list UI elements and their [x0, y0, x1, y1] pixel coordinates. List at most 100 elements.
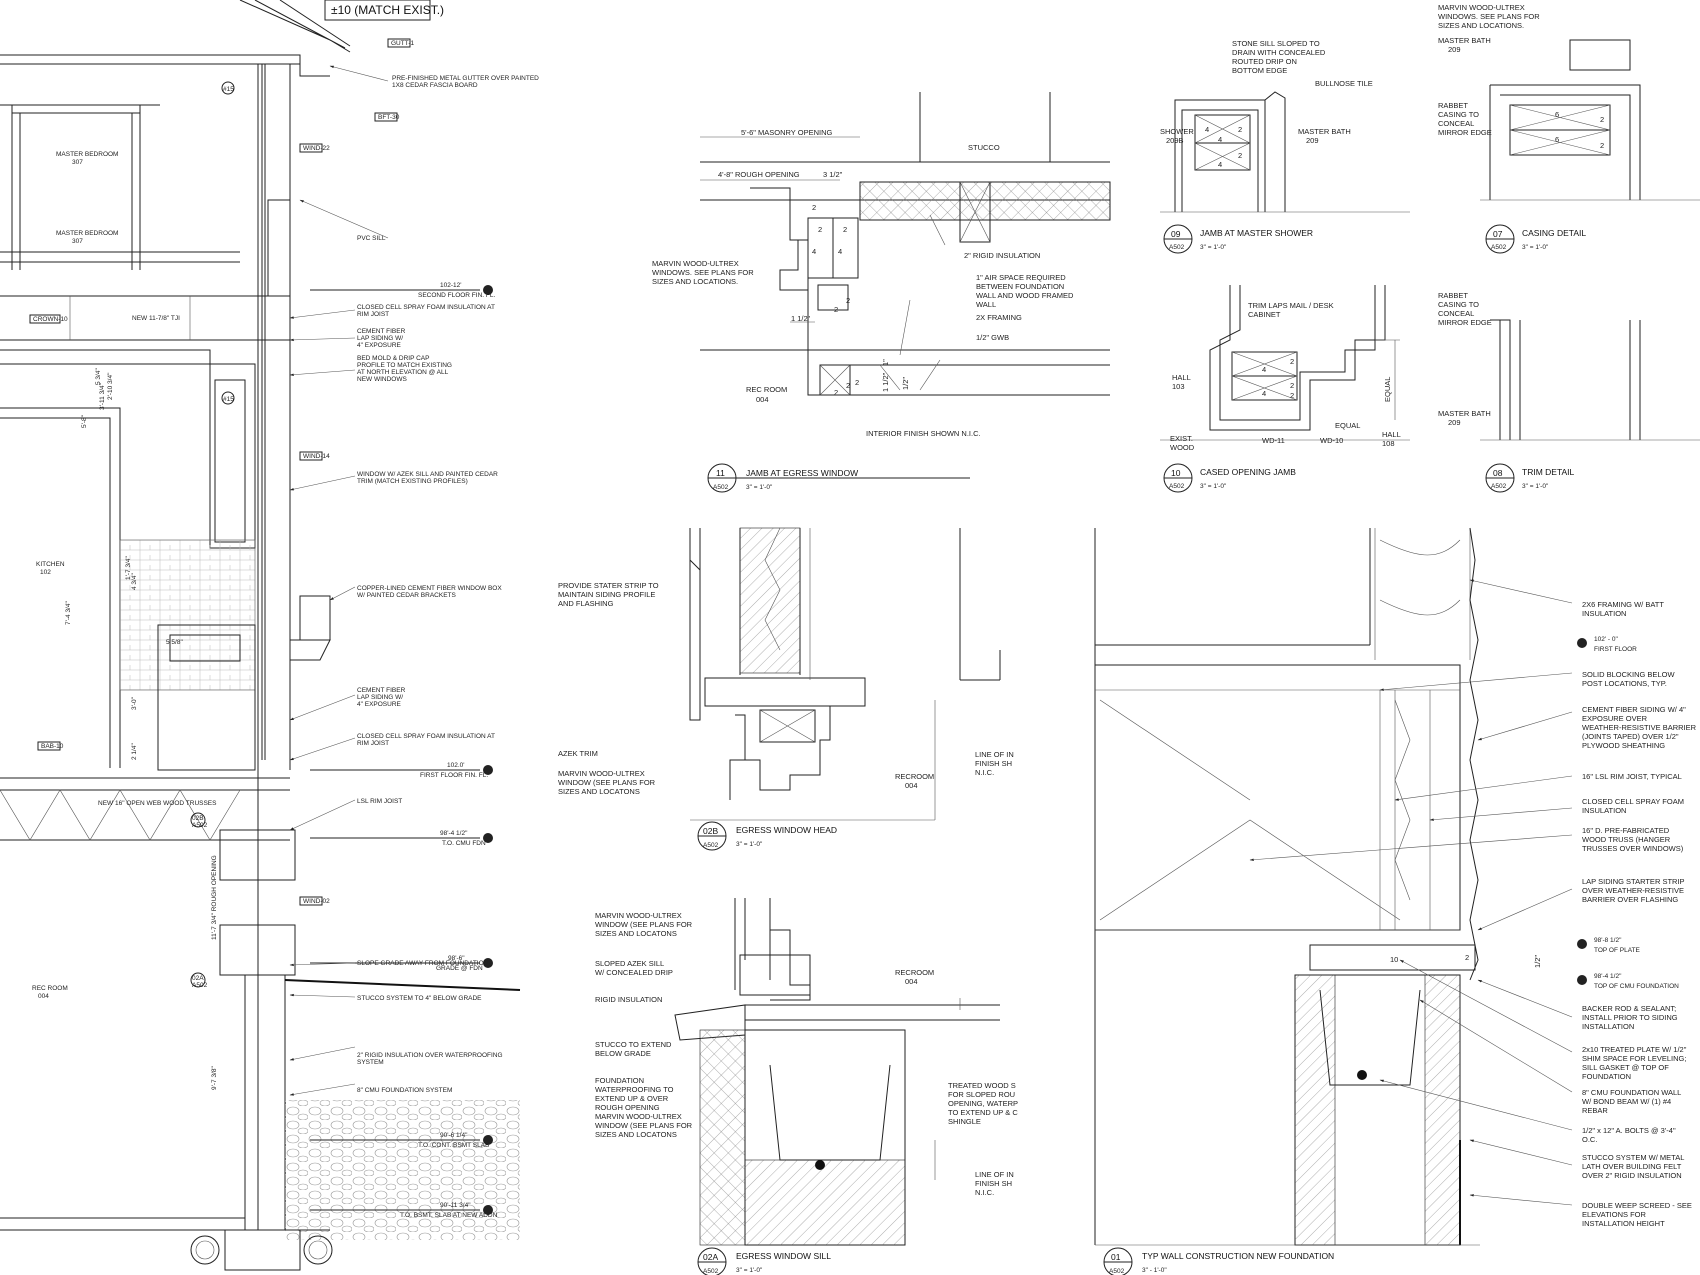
d02b-label: RECROOM	[895, 772, 934, 781]
d07-num: 2	[1600, 141, 1604, 150]
detail-02a-drawing	[674, 898, 1000, 1246]
d08-label: MASTER BATH	[1438, 409, 1491, 418]
d01-label: 16" D. PRE-FABRICATED	[1582, 826, 1670, 835]
d02b-label: WINDOW (SEE PLANS FOR	[558, 778, 656, 787]
d01-label: 2x10 TREATED PLATE W/ 1/2"	[1582, 1045, 1687, 1054]
level-name: T.O. BSMT. SLAB AT NEW ADDN	[400, 1212, 498, 1219]
d02b-label: SIZES AND LOCATONS	[558, 787, 640, 796]
detail-sheet: A502	[1169, 244, 1185, 251]
d10-label: 103	[1172, 382, 1185, 391]
d10-label: HALL	[1172, 373, 1191, 382]
level-name: SECOND FLOOR FIN. FL.	[418, 292, 495, 299]
d07-num: 6	[1555, 110, 1559, 119]
detail-number: 08	[1493, 468, 1503, 478]
d01-label: SOLID BLOCKING BELOW	[1582, 670, 1675, 679]
section-note: AT NORTH ELEVATION @ ALL	[357, 369, 449, 376]
detail-08-drawing	[1480, 319, 1700, 441]
callout-sheet: A502	[192, 822, 208, 829]
d11-num: 2	[855, 378, 859, 387]
d01-label: WOOD TRUSS (HANGER	[1582, 835, 1671, 844]
detail-scale: 3" = 1'-0"	[736, 841, 763, 848]
d01-level-elev: 98'-4 1/2"	[1594, 973, 1622, 980]
level-elevation: 90'-11 3/4"	[440, 1202, 471, 1209]
dim-label: 11'-7 3/4" ROUGH OPENING	[211, 855, 218, 940]
section-note: TRIM (MATCH EXISTING PROFILES)	[357, 478, 468, 485]
d09-num: 4	[1218, 135, 1222, 144]
d02a-label: RECROOM	[895, 968, 934, 977]
d07-label: CASING TO	[1438, 110, 1479, 119]
d11-dim: 1/2"	[901, 377, 910, 390]
d01-label: 2X6 FRAMING W/ BATT	[1582, 600, 1664, 609]
d01-label: 1/2" x 12" A. BOLTS @ 3'-4"	[1582, 1126, 1676, 1135]
d02a-label: FOR SLOPED ROU	[948, 1090, 1015, 1099]
d01-label: 16" LSL RIM JOIST, TYPICAL	[1582, 772, 1682, 781]
d07-label: SIZES AND LOCATIONS.	[1438, 21, 1524, 30]
dim-label: 1'-7 3/4"	[125, 556, 132, 580]
dim-label: 9'-7 3/8"	[211, 1066, 218, 1090]
d11-label: INTERIOR FINISH SHOWN N.I.C.	[866, 429, 981, 438]
d02a-label: MARVIN WOOD-ULTREX	[595, 1112, 682, 1121]
callout-number: 02A	[192, 975, 204, 982]
room-name: KITCHEN	[36, 561, 65, 568]
d09-label: 209B	[1166, 136, 1184, 145]
section-note: PROFILE TO MATCH EXISTING	[357, 362, 452, 369]
detail-sheet: A502	[1109, 1268, 1125, 1275]
d01-level-name: TOP OF CMU FOUNDATION	[1594, 983, 1679, 990]
dim-label: 5 5/8"	[166, 639, 183, 646]
detail-number: 01	[1111, 1252, 1121, 1262]
room-number: 307	[72, 238, 83, 245]
d01-label: DOUBLE WEEP SCREED - SEE	[1582, 1201, 1692, 1210]
section-note: BED MOLD & DRIP CAP	[357, 355, 429, 362]
d09-label: 209	[1306, 136, 1319, 145]
detail-title: CASED OPENING JAMB	[1200, 467, 1296, 477]
section-note: W/ PAINTED CEDAR BRACKETS	[357, 592, 457, 599]
detail-sheet: A502	[1491, 244, 1507, 251]
room-name: REC ROOM	[32, 985, 68, 992]
d01-label: SILL GASKET @ TOP OF	[1582, 1063, 1669, 1072]
d09-label: BOTTOM EDGE	[1232, 66, 1287, 75]
d09-label: BULLNOSE TILE	[1315, 79, 1373, 88]
level-elevation: 90'-6 1/4"	[440, 1132, 468, 1139]
section-note: CEMENT FIBER	[357, 687, 406, 694]
d01-label: FOUNDATION	[1582, 1072, 1631, 1081]
detail-10-drawing	[1160, 285, 1410, 441]
d02a-label: FINISH SH	[975, 1179, 1012, 1188]
detail-sheet: A502	[703, 1268, 719, 1275]
d02a-label: RIGID INSULATION	[595, 995, 662, 1004]
d02b-label: AZEK TRIM	[558, 749, 598, 758]
d02b-label: N.I.C.	[975, 768, 994, 777]
d02a-label: WINDOW (SEE PLANS FOR	[595, 920, 693, 929]
d11-num: 2	[834, 388, 838, 397]
d11-label: STUCCO	[968, 143, 1000, 152]
d11-label: 1/2" GWB	[976, 333, 1009, 342]
tag-gutter: GUTT-1	[391, 40, 414, 47]
d01-label: SHIM SPACE FOR LEVELING;	[1582, 1054, 1686, 1063]
d01-label: TRUSSES OVER WINDOWS)	[1582, 844, 1684, 853]
tag-circle-label: #15	[223, 86, 234, 93]
d09-label: ROUTED DRIP ON	[1232, 57, 1297, 66]
detail-sheet: A502	[713, 484, 729, 491]
detail-scale: 3" = 1'-0"	[1200, 244, 1227, 251]
d01-label: BARRIER OVER FLASHING	[1582, 895, 1678, 904]
d02a-label: SIZES AND LOCATONS	[595, 929, 677, 938]
truss-label: NEW 16" OPEN WEB WOOD TRUSSES	[98, 800, 217, 807]
section-note: CLOSED CELL SPRAY FOAM INSULATION AT	[357, 304, 495, 311]
d02a-label: W/ CONCEALED DRIP	[595, 968, 673, 977]
d01-label: 8" CMU FOUNDATION WALL	[1582, 1088, 1681, 1097]
d02a-label: ROUGH OPENING	[595, 1103, 660, 1112]
section-note: SLOPE GRADE AWAY FROM FOUNDATION	[357, 960, 489, 967]
dim-label: 5'-8"	[81, 414, 88, 428]
d02a-label: STUCCO TO EXTEND	[595, 1040, 672, 1049]
d11-dim: 5'-6" MASONRY OPENING	[741, 128, 833, 137]
d01-label: W/ BOND BEAM W/ (1) #4	[1582, 1097, 1671, 1106]
section-note: 2" RIGID INSULATION OVER WATERPROOFING	[357, 1052, 503, 1059]
d11-label: WALL AND WOOD FRAMED	[976, 291, 1074, 300]
d01-label: LAP SIDING STARTER STRIP	[1582, 877, 1685, 886]
d02a-label: FOUNDATION	[595, 1076, 644, 1085]
d01-level-elev: 98'-8 1/2"	[1594, 937, 1622, 944]
section-note: SYSTEM	[357, 1059, 384, 1066]
detail-scale: 3" = 1'-0"	[736, 1267, 763, 1274]
d11-num: 4	[838, 247, 842, 256]
detail-sheet: A502	[1169, 483, 1185, 490]
tag-base: BAB-10	[41, 743, 64, 750]
